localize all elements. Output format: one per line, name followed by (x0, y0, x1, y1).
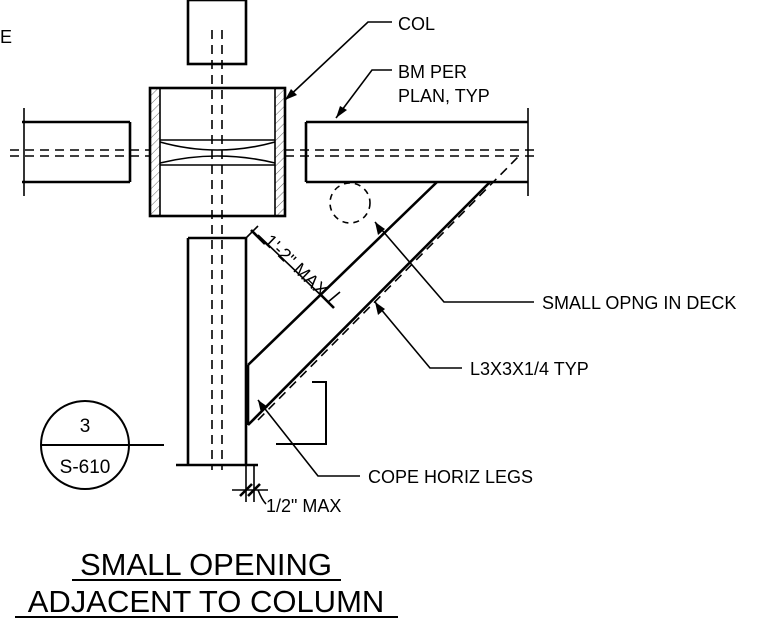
leader-cope (257, 399, 360, 477)
edge-letter: E (0, 27, 12, 47)
title-line1: SMALL OPENING (80, 547, 332, 582)
leader-small-opening (374, 221, 534, 303)
label-small-opening: SMALL OPNG IN DECK (542, 293, 736, 313)
title-line2: ADJACENT TO COLUMN (28, 584, 385, 619)
diagonal-angle (246, 154, 521, 426)
column-upper (186, 0, 248, 66)
cope-bracket (276, 381, 327, 445)
detail-sheet: S-610 (60, 457, 111, 478)
column-centerline (211, 30, 223, 470)
beam-left (10, 108, 150, 196)
detail-marker (40, 400, 164, 490)
small-opening-circle (329, 182, 371, 224)
dim-max-label: 1'-2" MAX (260, 230, 331, 300)
detail-number: 3 (80, 416, 91, 437)
beam-right (285, 108, 540, 196)
leader-col (284, 21, 392, 101)
label-col: COL (398, 14, 435, 34)
column-splice-block (148, 86, 287, 218)
column-lower (176, 236, 258, 467)
label-cope: COPE HORIZ LEGS (368, 467, 533, 487)
leader-beam (335, 69, 392, 119)
leader-angle (374, 301, 462, 369)
dimension-1ft-2in (245, 225, 341, 309)
label-beam-line2: PLAN, TYP (398, 86, 490, 106)
label-beam-line1: BM PER (398, 62, 467, 82)
label-angle: L3X3X1/4 TYP (470, 359, 589, 379)
dim-half-label: 1/2" MAX (266, 496, 341, 516)
dimension-half-inch (232, 465, 268, 505)
